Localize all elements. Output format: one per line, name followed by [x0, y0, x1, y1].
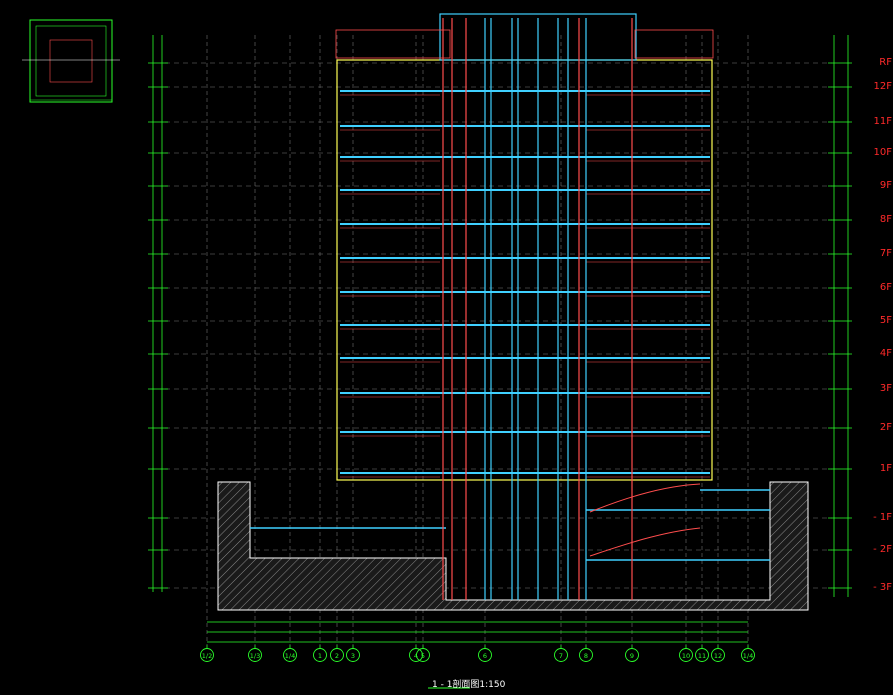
axis-label: 12: [714, 652, 722, 660]
right-dimension-chain: [833, 35, 849, 597]
floor-level-lines: [148, 62, 852, 589]
axis-bubble: [283, 648, 297, 662]
key-plan: [22, 19, 120, 103]
axis-label: 10: [682, 652, 690, 660]
axis-bubble: [554, 648, 568, 662]
axis-label: 1/3: [250, 652, 260, 660]
axis-bubble: [409, 648, 423, 662]
floor-label: 3F: [879, 383, 892, 394]
axis-label: 1: [318, 652, 322, 660]
floor-label: 2F: [879, 422, 892, 433]
floor-label: - 1F: [873, 512, 892, 523]
floor-label: - 3F: [873, 582, 892, 593]
floor-slabs: [340, 90, 710, 478]
axis-bubble: [679, 648, 693, 662]
axis-bubble: [416, 648, 430, 662]
bottom-dimension-chain: [207, 621, 748, 643]
floor-label: 1F: [879, 463, 892, 474]
left-dimension-chain: [152, 35, 163, 592]
axis-label: 1/2: [202, 652, 212, 660]
axis-bubble: [625, 648, 639, 662]
vertical-cores: [442, 18, 633, 600]
axis-bubble: [695, 648, 709, 662]
axis-bubble: [346, 648, 360, 662]
axis-label: 8: [584, 652, 588, 660]
axis-label: 11: [698, 652, 706, 660]
axis-label: 3: [351, 652, 355, 660]
axis-bubble: [200, 648, 214, 662]
axis-bubble: [711, 648, 725, 662]
axis-bubble: [741, 648, 755, 662]
axis-label: 7: [559, 652, 563, 660]
floor-label: 12F: [873, 81, 892, 92]
floor-label: 7F: [879, 248, 892, 259]
floor-label: 10F: [873, 147, 892, 158]
axis-label: 9: [630, 652, 634, 660]
floor-label: 8F: [879, 214, 892, 225]
basement-hatch: [217, 481, 809, 611]
floor-label: 11F: [873, 116, 892, 127]
floor-label: - 2F: [873, 544, 892, 555]
axis-label: 1/4: [285, 652, 295, 660]
axis-label: 4: [414, 652, 418, 660]
axis-bubble: [330, 648, 344, 662]
drawing-title: 1 - 1剖面图1:150: [432, 680, 506, 690]
axis-bubble: [579, 648, 593, 662]
floor-label: 4F: [879, 348, 892, 359]
axis-bubble: [478, 648, 492, 662]
floor-label: 6F: [879, 282, 892, 293]
floor-label: 5F: [879, 315, 892, 326]
axis-label: 2: [335, 652, 339, 660]
floor-label: 9F: [879, 180, 892, 191]
floor-label: RF: [879, 57, 892, 68]
axis-label: 6: [483, 652, 487, 660]
axis-bubble: [313, 648, 327, 662]
axis-label: 5: [421, 652, 425, 660]
building-section: [250, 13, 770, 561]
axis-bubble: [248, 648, 262, 662]
axis-label: 1/4: [743, 652, 753, 660]
